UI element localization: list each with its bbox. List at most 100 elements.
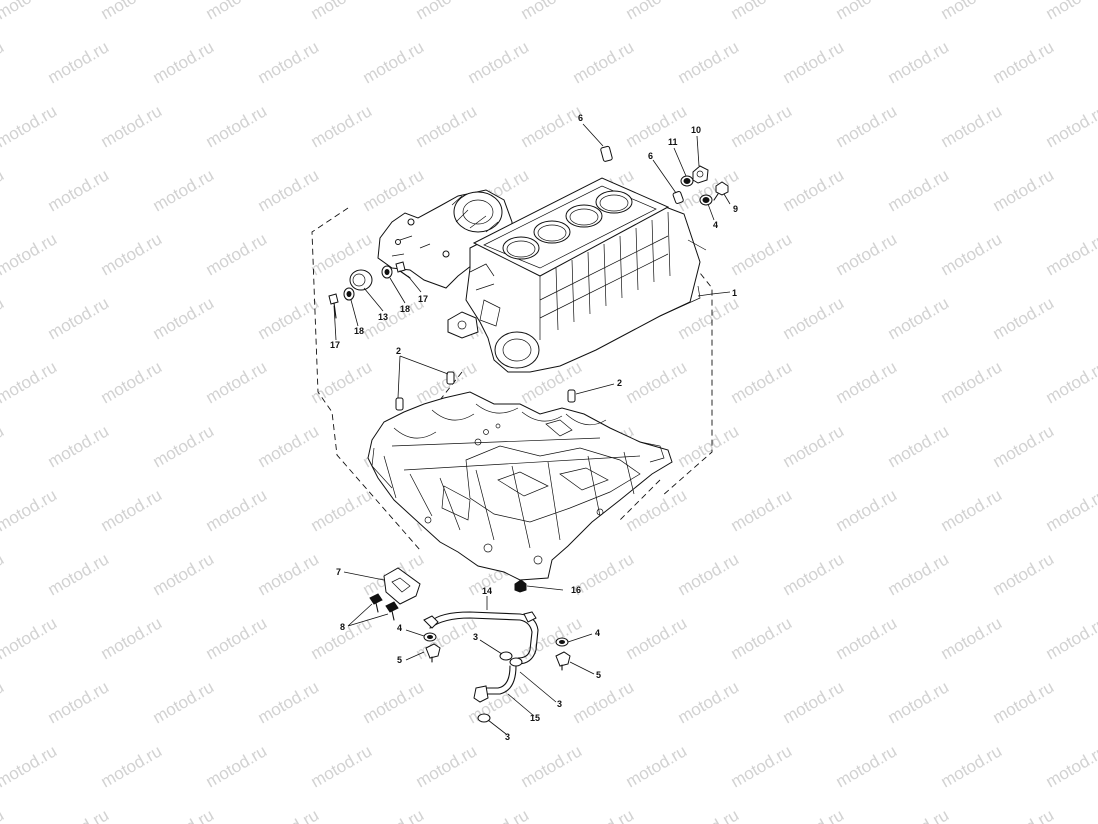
leader-lines (333, 123, 731, 735)
watermark-text: motod.ru (0, 293, 7, 343)
watermark-text: motod.ru (360, 677, 428, 727)
watermark-text: motod.ru (1095, 421, 1098, 471)
watermark-text: motod.ru (570, 37, 638, 87)
callout-16: 16 (571, 585, 581, 595)
callout-5-left: 5 (397, 655, 402, 665)
watermark-text: motod.ru (0, 485, 60, 535)
watermark-text: motod.ru (413, 741, 481, 791)
callout-10: 10 (691, 125, 701, 135)
watermark-text: motod.ru (45, 165, 113, 215)
watermark-text: motod.ru (45, 293, 113, 343)
watermark-text: motod.ru (0, 741, 60, 791)
watermark-text: motod.ru (203, 485, 271, 535)
watermark-text: motod.ru (623, 485, 691, 535)
watermark-text: motod.ru (308, 101, 376, 151)
watermark-text: motod.ru (360, 293, 428, 343)
callout-5-right: 5 (596, 670, 601, 680)
watermark-text: motod.ru (255, 37, 323, 87)
callout-14: 14 (482, 586, 492, 596)
plug-10 (692, 165, 709, 184)
watermark-text: motod.ru (623, 101, 691, 151)
callout-6-top: 6 (578, 113, 583, 123)
washer-18-right (381, 265, 393, 279)
watermark-text: motod.ru (98, 229, 166, 279)
watermark-text: motod.ru (1095, 37, 1098, 87)
watermark-text: motod.ru (728, 613, 796, 663)
watermark-text: motod.ru (360, 805, 428, 824)
oil-pipe-15 (473, 665, 517, 703)
watermark-text: motod.ru (203, 357, 271, 407)
washer-4-right (555, 637, 569, 647)
bolt-5-left (425, 643, 441, 663)
watermark-text: motod.ru (885, 805, 953, 824)
watermark-text: motod.ru (833, 357, 901, 407)
callout-13: 13 (378, 312, 388, 322)
watermark-text: motod.ru (780, 549, 848, 599)
watermark-text: motod.ru (938, 741, 1006, 791)
watermark-text: motod.ru (780, 421, 848, 471)
callout-4-top: 4 (713, 220, 718, 230)
oil-seal-13 (349, 269, 373, 291)
callout-4-left: 4 (397, 623, 402, 633)
watermark-text: motod.ru (0, 549, 7, 599)
watermark-text: motod.ru (413, 0, 481, 23)
watermark-text: motod.ru (98, 613, 166, 663)
watermark-text: motod.ru (938, 485, 1006, 535)
watermark-text: motod.ru (728, 229, 796, 279)
watermark-text: motod.ru (885, 549, 953, 599)
watermark-text: motod.ru (465, 37, 533, 87)
plug-16 (514, 579, 527, 593)
watermark-text: motod.ru (150, 805, 218, 824)
watermark-text: motod.ru (938, 613, 1006, 663)
watermark-text: motod.ru (98, 0, 166, 23)
watermark-text: motod.ru (1043, 613, 1098, 663)
watermark-text: motod.ru (885, 165, 953, 215)
watermark-text: motod.ru (833, 485, 901, 535)
watermark-text: motod.ru (1095, 549, 1098, 599)
watermark-text: motod.ru (833, 613, 901, 663)
upper-crankcase (377, 177, 707, 373)
watermark-text: motod.ru (885, 37, 953, 87)
dowel-pin-2-right (567, 389, 576, 403)
callout-2-left: 2 (396, 346, 401, 356)
callout-18-right: 18 (400, 304, 410, 314)
callout-3-upper: 3 (473, 632, 478, 642)
watermark-text: motod.ru (990, 677, 1058, 727)
watermark-text: motod.ru (780, 677, 848, 727)
bolt-17-left (328, 293, 339, 319)
watermark-text: motod.ru (150, 37, 218, 87)
watermark-text: motod.ru (255, 677, 323, 727)
watermark-text: motod.ru (255, 293, 323, 343)
watermark-text: motod.ru (45, 677, 113, 727)
watermark-text: motod.ru (0, 0, 60, 23)
watermark-text: motod.ru (45, 549, 113, 599)
cover-plate-7 (383, 567, 421, 605)
watermark-text: motod.ru (203, 229, 271, 279)
callout-18-left: 18 (354, 326, 364, 336)
watermark-text: motod.ru (45, 421, 113, 471)
watermark-text: motod.ru (833, 229, 901, 279)
watermark-text: motod.ru (938, 101, 1006, 151)
watermark-text: motod.ru (0, 37, 7, 87)
watermark-text: motod.ru (570, 677, 638, 727)
callout-2-right: 2 (617, 378, 622, 388)
watermark-text: motod.ru (938, 357, 1006, 407)
bolts-8 (369, 593, 399, 621)
dowel-pin-2-left (395, 397, 404, 411)
watermark-text: motod.ru (0, 229, 60, 279)
watermark-text: motod.ru (0, 805, 7, 824)
watermark-text: motod.ru (938, 0, 1006, 23)
watermark-text: motod.ru (360, 37, 428, 87)
watermark-text: motod.ru (1095, 805, 1098, 824)
watermark-text: motod.ru (728, 357, 796, 407)
watermark-text: motod.ru (150, 165, 218, 215)
watermark-text: motod.ru (0, 101, 60, 151)
watermark-text: motod.ru (990, 293, 1058, 343)
o-ring-3-middle (509, 657, 523, 667)
watermark-text: motod.ru (255, 805, 323, 824)
watermark-text: motod.ru (1043, 0, 1098, 23)
watermark-text: motod.ru (990, 421, 1058, 471)
watermark-text: motod.ru (1043, 485, 1098, 535)
callout-3-lower: 3 (505, 732, 510, 742)
